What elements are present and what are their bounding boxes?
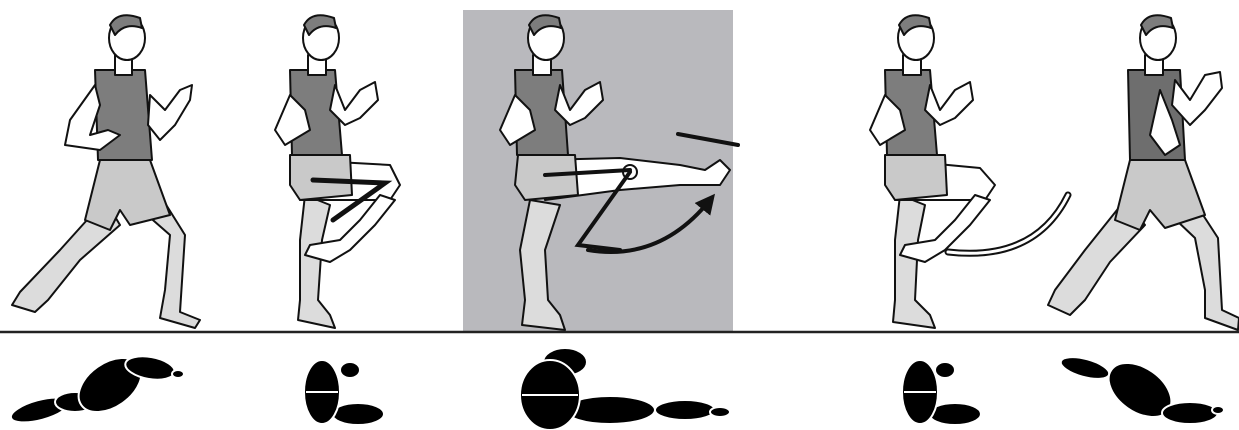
silhouette-3 [520,348,730,430]
runner-figure-2 [275,15,400,328]
silhouette-4 [902,360,981,425]
runner-figure-4 [870,15,995,328]
silhouette-5 [1059,352,1224,428]
silhouette-1 [8,347,184,428]
runner-figure-1 [12,15,200,328]
runner-figure-5 [1048,15,1239,330]
silhouette-2 [304,360,384,425]
